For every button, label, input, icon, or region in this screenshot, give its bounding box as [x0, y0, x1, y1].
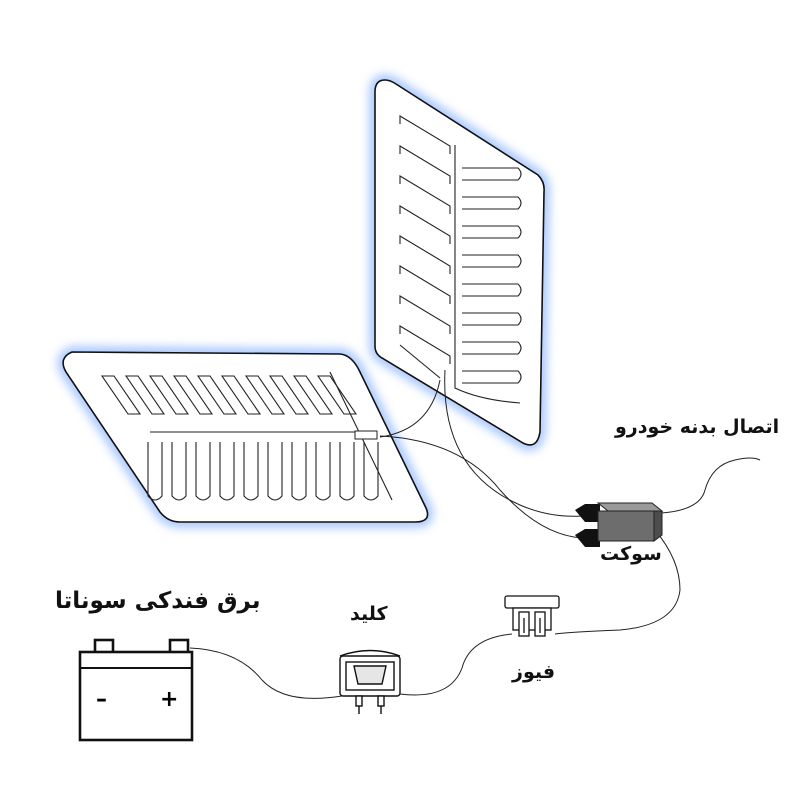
wire-back-to-seat [379, 379, 441, 438]
wire-socket-to-ground [661, 457, 761, 514]
battery-negative-terminal: – [96, 687, 107, 712]
seat-connector-tab [354, 430, 378, 440]
wire-socket-to-fuse [554, 529, 681, 635]
wires [189, 369, 761, 699]
backrest-heating-element-grid [399, 115, 522, 404]
socket [575, 502, 664, 547]
rocker-switch-icon [339, 649, 401, 714]
wire-switch-to-battery [189, 647, 343, 699]
wire-back-to-socket [444, 369, 583, 517]
fuse-label: فیوز [512, 661, 556, 683]
battery-icon [78, 638, 194, 742]
backrest-heating-pad [370, 74, 550, 450]
ground-connection-label: اتصال بدنه خودرو [615, 416, 780, 438]
switch-label: کلید [350, 603, 388, 625]
seat-heating-element-grid [100, 371, 393, 501]
wire-fuse-to-switch [399, 633, 513, 696]
wire-seat-to-socket [379, 435, 583, 539]
seat-heating-pad [58, 346, 433, 527]
battery-positive-terminal: + [160, 687, 179, 712]
battery-label: برق فندکی سوناتا [55, 588, 261, 614]
socket-label: سوکت [600, 543, 662, 565]
fuse-icon [504, 595, 560, 637]
